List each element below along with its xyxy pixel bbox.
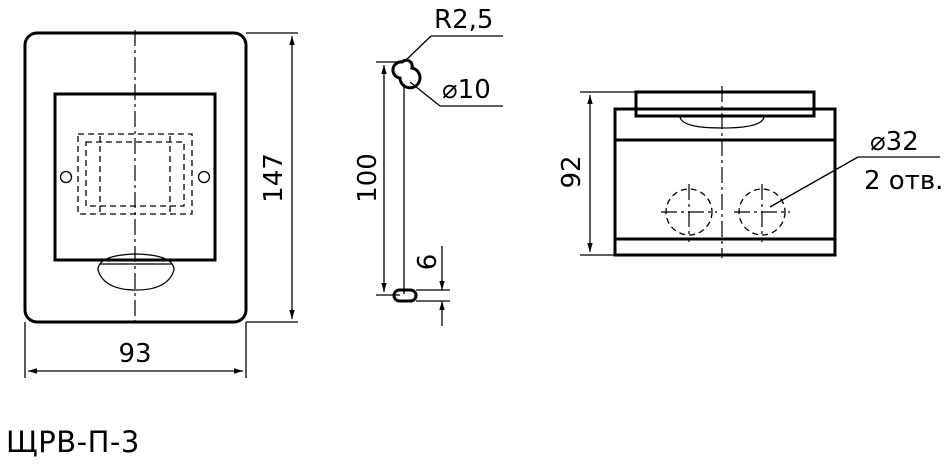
keyhole-icon — [391, 58, 422, 90]
dim-keyhole-diameter: ⌀10 — [442, 75, 491, 105]
module-cutout-outer — [77, 133, 193, 215]
dim-slot-width: 6 — [413, 254, 443, 271]
module-cutout-inner — [85, 141, 185, 207]
leader-r25 — [403, 35, 432, 63]
leader-d10 — [409, 81, 441, 107]
product-title: ЩРВ-П-3 — [6, 425, 140, 459]
front-view: 147 93 — [23, 30, 298, 378]
dim-side-height: 92 — [557, 155, 587, 188]
screw-left-icon — [59, 170, 73, 184]
dim-hole-diameter: ⌀32 — [870, 127, 919, 157]
dim-hole-count: 2 отв. — [864, 166, 943, 196]
dim-keyhole-radius: R2,5 — [434, 5, 493, 35]
leader-d32 — [769, 156, 859, 208]
mounting-view: 100 6 R2,5 ⌀10 — [353, 5, 503, 326]
dim-mount-spacing: 100 — [353, 153, 383, 203]
dim-front-width: 93 — [118, 339, 151, 369]
dim-front-height: 147 — [259, 153, 289, 203]
side-view: 92 ⌀32 2 отв. — [557, 86, 943, 258]
door-latch — [97, 253, 175, 291]
side-body — [613, 107, 837, 257]
screw-right-icon — [197, 170, 211, 184]
top-rail — [634, 90, 816, 118]
